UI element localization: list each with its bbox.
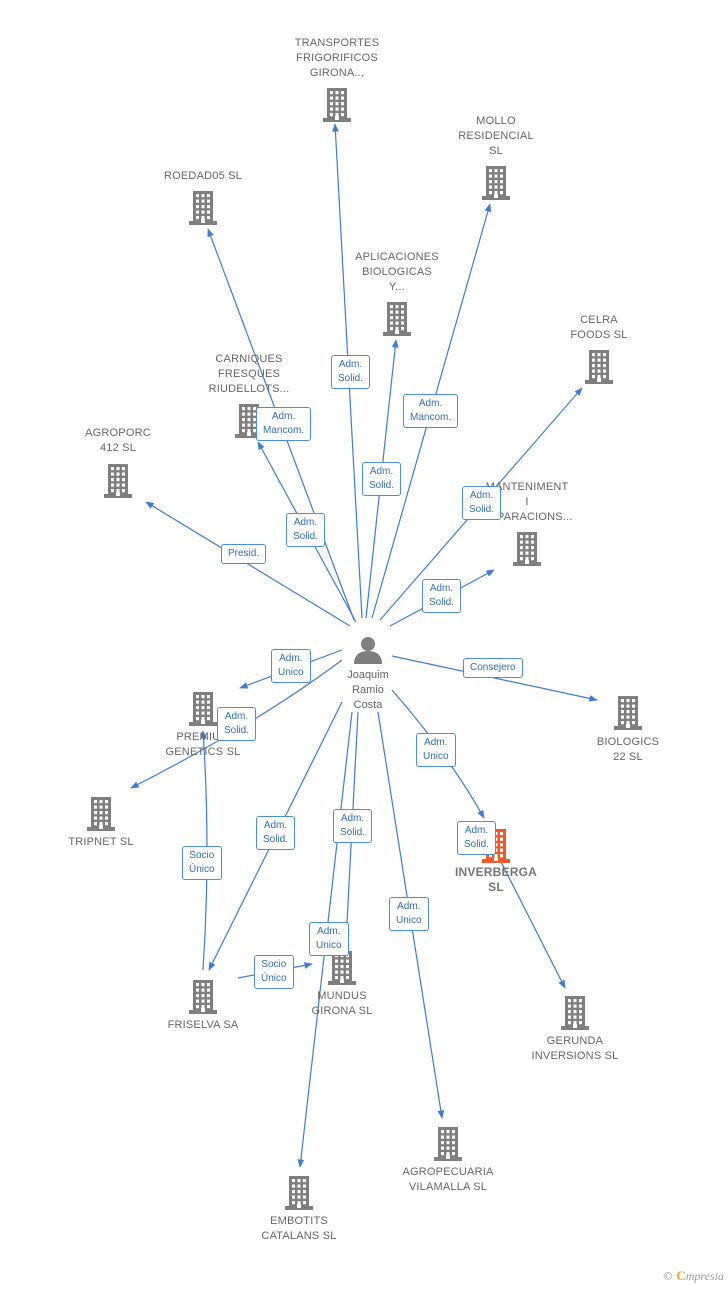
company-name: BIOLOGICS 22 SL: [596, 736, 660, 763]
company-name: FRISELVA SA: [167, 1019, 239, 1031]
building-icon: [104, 462, 132, 503]
company-name: PREMIUM GENETICS SL: [165, 731, 241, 758]
company-name: MUNDUS GIRONA SL: [311, 990, 373, 1017]
building-icon: [323, 86, 351, 127]
company-name: INVERBERGA SL: [454, 865, 537, 894]
relation-badge-biologics[interactable]: Consejero: [463, 658, 523, 678]
company-name: TRIPNET SL: [68, 836, 134, 848]
relation-badge-mollo[interactable]: Adm. Mancom.: [403, 394, 459, 428]
person-name: Joaquim Ramio Costa: [347, 669, 389, 711]
relation-badge-carniques[interactable]: Adm. Solid.: [286, 513, 326, 547]
building-icon: [383, 300, 411, 341]
company-name: MOLLO RESIDENCIAL SL: [458, 115, 534, 157]
building-icon: [482, 164, 510, 205]
relation-badge-tripnet[interactable]: Adm. Solid.: [217, 707, 257, 741]
building-icon: [189, 189, 217, 230]
building-icon: [285, 1174, 313, 1215]
building-icon: [561, 994, 589, 1035]
company-name: CARNIQUES FRESQUES RIUDELLOTS...: [208, 353, 290, 395]
company-name: TRANSPORTES FRIGORIFICOS GIRONA...: [294, 37, 380, 79]
link-inverberga-gerunda: [495, 851, 566, 989]
company-name: EMBOTITS CATALANS SL: [261, 1215, 337, 1242]
empresia-logo: ©Cmpresia: [663, 1268, 724, 1284]
company-name: CELRA FOODS SL: [570, 314, 628, 341]
company-name: APLICACIONES BIOLOGICAS Y...: [355, 251, 439, 293]
company-name: AGROPECUARIA VILAMALLA SL: [402, 1166, 494, 1193]
building-icon: [585, 348, 613, 389]
company-name: GERUNDA INVERSIONS SL: [531, 1035, 619, 1062]
building-icon: [434, 1125, 462, 1166]
relation-badge-manteniment[interactable]: Adm. Solid.: [422, 579, 462, 613]
relation-badge-aplicaciones[interactable]: Adm. Solid.: [362, 462, 402, 496]
relation-badge-embotits[interactable]: Adm. Unico: [309, 922, 349, 956]
building-icon: [614, 694, 642, 735]
company-name: MANTENIMENT I REPARACIONS...: [481, 481, 573, 523]
relation-badge-premium[interactable]: Socio Único: [182, 846, 222, 880]
relation-badge-agropecuaria[interactable]: Adm. Unico: [389, 897, 429, 931]
building-icon: [87, 795, 115, 836]
link-center-agroporc: [145, 501, 351, 627]
relation-badge-mundus[interactable]: Adm. Solid.: [333, 809, 373, 843]
relation-badge-agroporc[interactable]: Presid.: [221, 544, 267, 564]
relation-badge-transportes[interactable]: Adm. Solid.: [331, 355, 371, 389]
building-icon: [513, 530, 541, 571]
company-name: AGROPORC 412 SL: [85, 427, 151, 454]
relation-badge-premium[interactable]: Adm. Unico: [271, 649, 311, 683]
relation-badge-mundus[interactable]: Socio Único: [254, 955, 294, 989]
company-name: ROEDAD05 SL: [163, 170, 242, 182]
relation-badge-friselva[interactable]: Adm. Solid.: [256, 816, 296, 850]
link-center-biologics: [391, 655, 598, 702]
building-icon: [189, 978, 217, 1019]
relation-badge-gerunda[interactable]: Adm. Solid.: [457, 821, 497, 855]
relation-badge-inverberga[interactable]: Adm. Unico: [416, 733, 456, 767]
copyright-symbol: ©: [663, 1269, 673, 1283]
building-icon: [189, 690, 217, 731]
person-icon: [353, 635, 383, 670]
relation-badge-celra[interactable]: Adm. Solid.: [462, 486, 502, 520]
building-icon: [235, 402, 263, 443]
relation-badge-roedad05[interactable]: Adm. Mancom.: [256, 407, 312, 441]
brand-initial: C: [676, 1268, 686, 1283]
brand-name: mpresia: [685, 1269, 724, 1283]
